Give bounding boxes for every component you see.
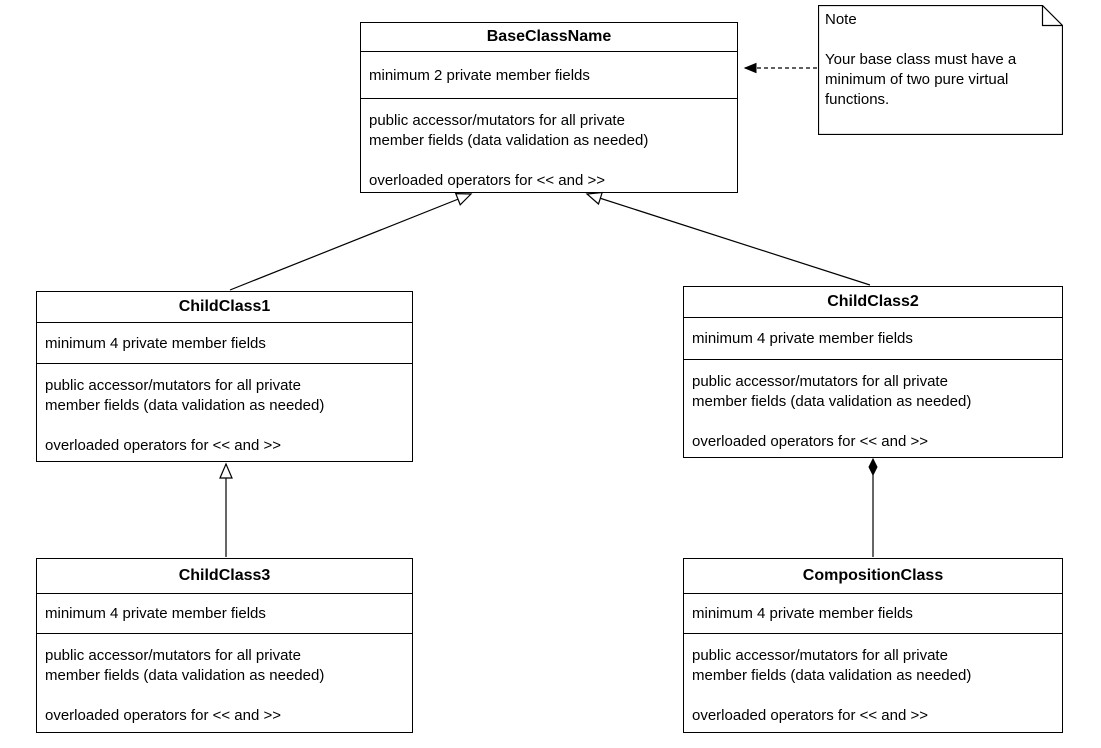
class-box-compositionclass[interactable]: CompositionClass minimum 4 private membe… — [683, 558, 1063, 733]
method-line: public accessor/mutators for all private — [45, 647, 301, 664]
method-line: member fields (data validation as needed… — [369, 132, 649, 149]
note-body: Your base class must have a minimum of t… — [825, 50, 1016, 110]
operators-line: overloaded operators for << and >> — [692, 707, 929, 724]
class-attributes: minimum 4 private member fields — [684, 594, 1062, 634]
class-methods: public accessor/mutators for all private… — [684, 634, 1062, 732]
note-body-line: Your base class must have a — [825, 51, 1017, 68]
operators-line: overloaded operators for << and >> — [692, 433, 929, 450]
class-box-baseclassname[interactable]: BaseClassName minimum 2 private member f… — [360, 22, 738, 193]
note-fold-corner — [1041, 5, 1063, 27]
note-box[interactable]: Note Your base class must have a minimum… — [818, 5, 1063, 135]
method-line: member fields (data validation as needed… — [692, 667, 972, 684]
class-title: ChildClass2 — [684, 287, 1062, 318]
class-methods: public accessor/mutators for all private… — [684, 360, 1062, 457]
class-box-childclass2[interactable]: ChildClass2 minimum 4 private member fie… — [683, 286, 1063, 458]
operators-line: overloaded operators for << and >> — [45, 437, 282, 454]
class-methods: public accessor/mutators for all private… — [37, 364, 412, 461]
note-body-line: functions. — [825, 91, 890, 108]
class-methods: public accessor/mutators for all private… — [37, 634, 412, 732]
method-gap — [692, 686, 1054, 706]
generalization-arrow-childclass1-to-baseclassname[interactable] — [229, 192, 473, 291]
method-line: member fields (data validation as needed… — [45, 397, 325, 414]
method-line: public accessor/mutators for all private — [369, 112, 625, 129]
note-title: Note — [825, 11, 857, 28]
method-line: public accessor/mutators for all private — [692, 647, 948, 664]
note-shape — [818, 5, 1063, 135]
method-line: public accessor/mutators for all private — [45, 377, 301, 394]
method-gap — [692, 412, 1054, 432]
operators-line: overloaded operators for << and >> — [45, 707, 282, 724]
class-attributes: minimum 4 private member fields — [37, 594, 412, 634]
generalization-arrow-childclass2-to-baseclassname[interactable] — [585, 191, 871, 286]
note-body-line: minimum of two pure virtual — [825, 71, 1009, 88]
method-line: member fields (data validation as needed… — [45, 667, 325, 684]
class-title: CompositionClass — [684, 559, 1062, 594]
class-attributes: minimum 2 private member fields — [361, 52, 737, 99]
class-title: ChildClass1 — [37, 292, 412, 323]
class-methods: public accessor/mutators for all private… — [361, 99, 737, 192]
class-title: BaseClassName — [361, 23, 737, 52]
method-gap — [369, 151, 729, 171]
method-line: public accessor/mutators for all private — [692, 373, 948, 390]
class-attributes: minimum 4 private member fields — [684, 318, 1062, 360]
class-box-childclass3[interactable]: ChildClass3 minimum 4 private member fie… — [36, 558, 413, 733]
class-box-childclass1[interactable]: ChildClass1 minimum 4 private member fie… — [36, 291, 413, 462]
method-line: member fields (data validation as needed… — [692, 393, 972, 410]
method-gap — [45, 416, 404, 436]
class-attributes: minimum 4 private member fields — [37, 323, 412, 364]
class-title: ChildClass3 — [37, 559, 412, 594]
operators-line: overloaded operators for << and >> — [369, 172, 606, 189]
method-gap — [45, 686, 404, 706]
